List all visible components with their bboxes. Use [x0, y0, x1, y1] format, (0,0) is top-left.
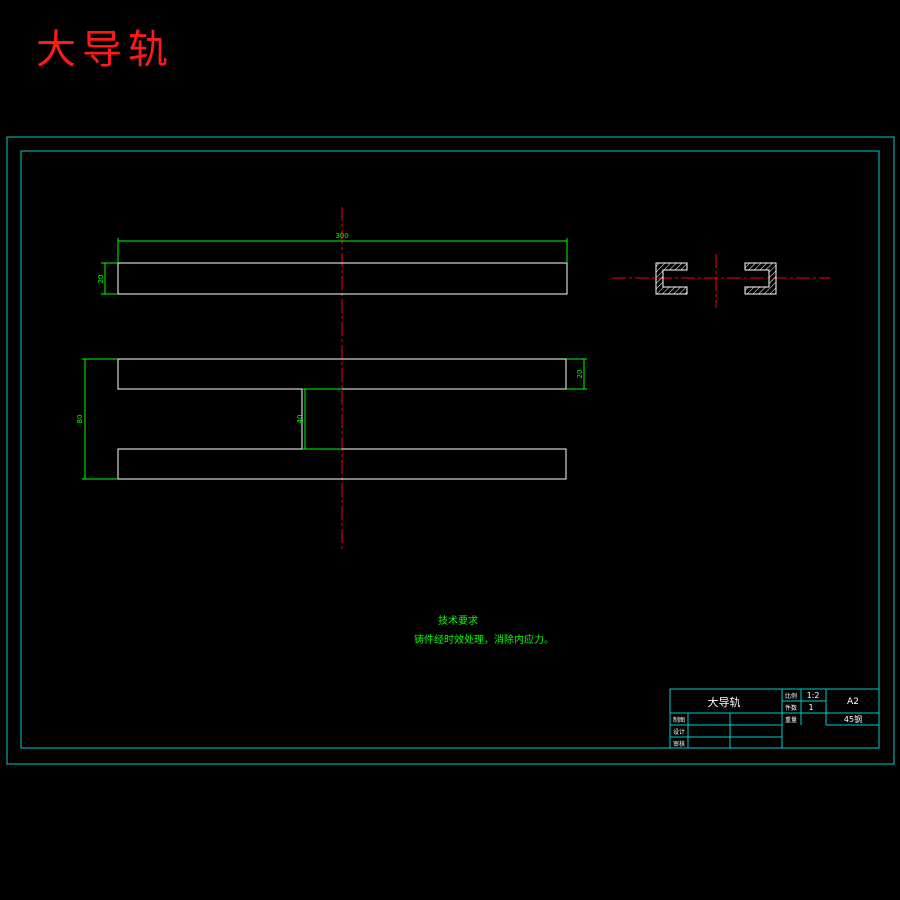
title-block — [669, 688, 880, 749]
tb-part-name: 大导轨 — [708, 695, 741, 709]
tb-sheet-size: A2 — [847, 697, 859, 707]
notes-line1: 铸件经时效处理，消除内应力。 — [414, 633, 554, 646]
right-section — [744, 262, 777, 295]
length-dimension — [117, 238, 568, 263]
tb-design-label: 设计 — [673, 728, 685, 736]
tb-drawn-label: 制图 — [673, 716, 685, 724]
notes-title: 技术要求 — [438, 614, 478, 627]
right-height-dimension — [566, 358, 587, 390]
top-height-dimension — [101, 262, 118, 295]
outer-frame — [6, 136, 895, 765]
tb-scale-label: 比例 — [785, 692, 797, 700]
left-section — [655, 262, 688, 295]
tb-qty-label: 件数 — [785, 704, 797, 712]
tb-material-label: 重量 — [785, 716, 797, 724]
tb-scale-value: 1:2 — [807, 691, 820, 700]
tb-qty-value: 1 — [808, 703, 813, 712]
tb-check-label: 审核 — [673, 740, 685, 748]
inner-frame — [20, 150, 880, 749]
length-dimension-label: 300 — [335, 232, 348, 240]
overall-dimension — [82, 358, 118, 480]
tb-material-value: 45钢 — [844, 714, 862, 724]
gap-dimension — [302, 388, 342, 450]
top-height-label: 20 — [97, 275, 105, 284]
drawing-heading: 大导轨 — [36, 27, 174, 73]
right-height-label: 20 — [576, 370, 584, 379]
top-view-bar — [117, 262, 568, 295]
gap-dimension-label: 40 — [296, 415, 304, 424]
overall-dimension-label: 80 — [76, 415, 84, 424]
